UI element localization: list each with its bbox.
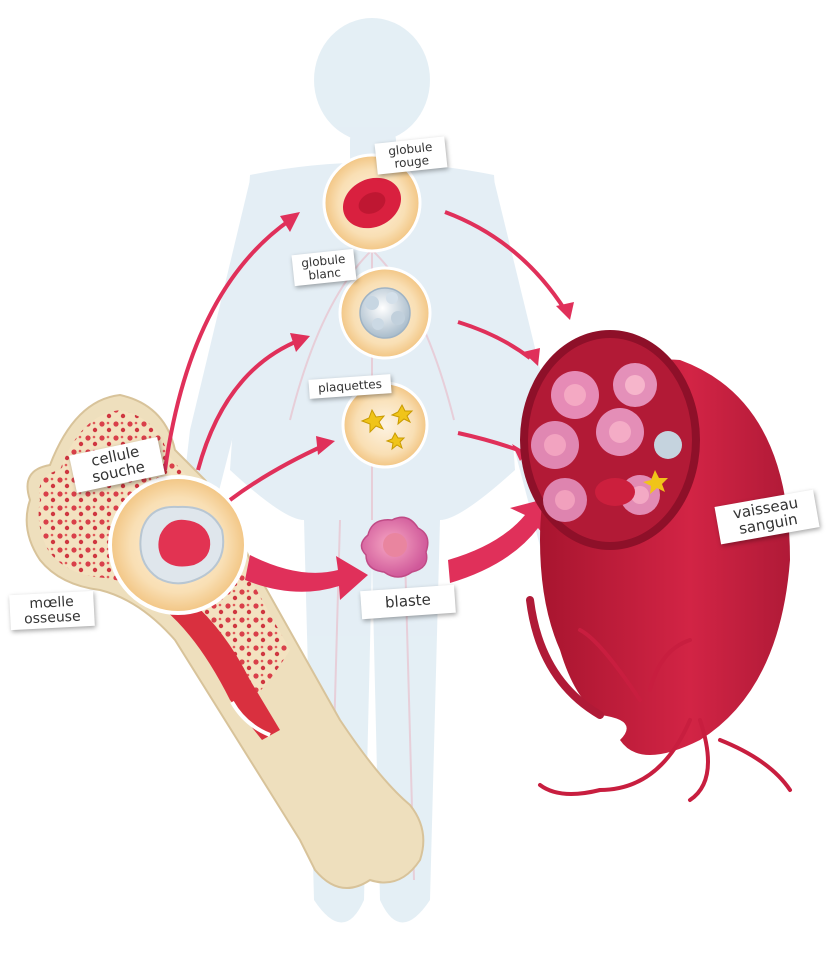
stem-cell: [110, 477, 246, 613]
platelets: [343, 383, 427, 467]
white-blood-cell: [340, 268, 430, 358]
label-globule-blanc: globule blanc: [292, 249, 357, 286]
blood-vessel: [520, 330, 790, 800]
label-moelle-osseuse: mœlle osseuse: [9, 591, 95, 631]
arrowhead-rbc-vessel: [556, 302, 574, 320]
